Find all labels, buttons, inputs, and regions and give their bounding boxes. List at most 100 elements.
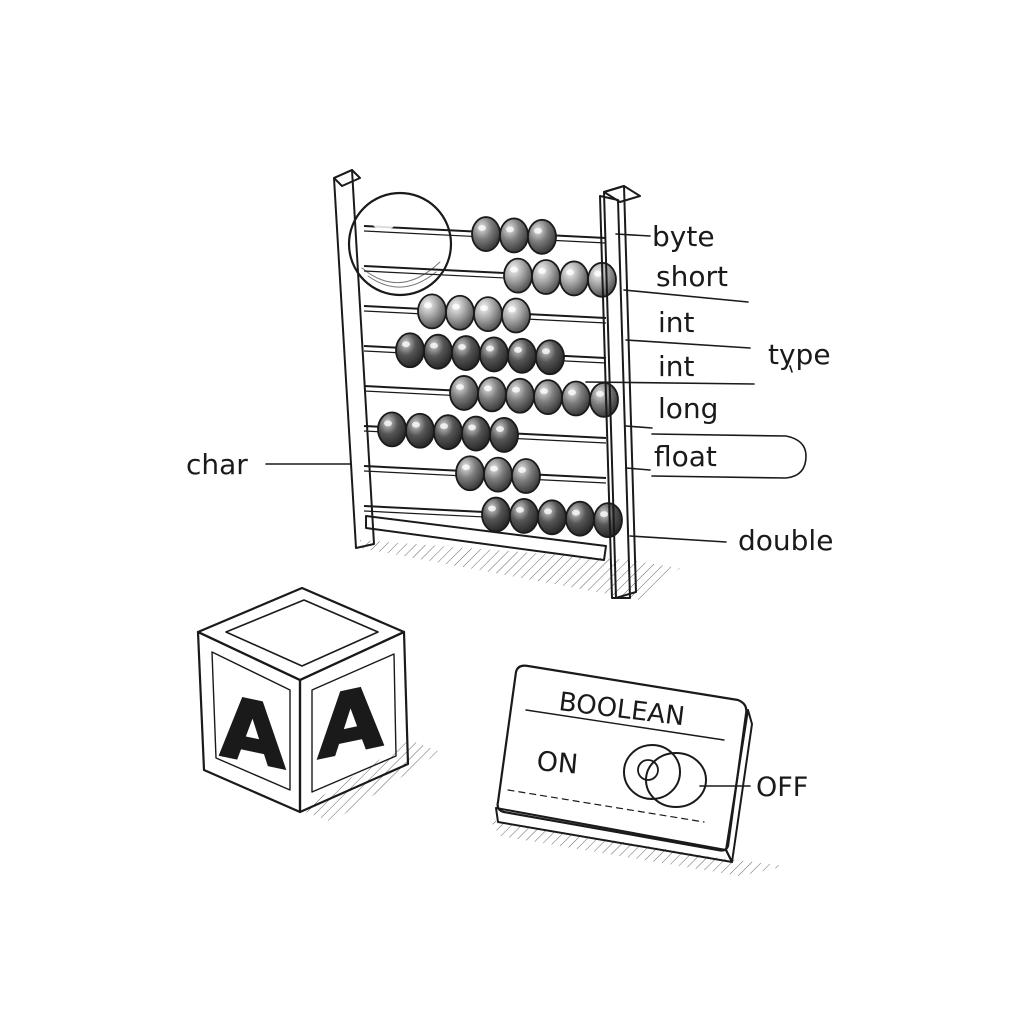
abacus-bead-body (455, 455, 485, 492)
abacus-bead-body (561, 380, 591, 417)
abacus-left-post (333, 169, 375, 549)
abacus-bead[interactable] (423, 333, 453, 370)
switch-plate (496, 664, 748, 852)
abacus-bead-body (501, 297, 531, 334)
leader-long (625, 425, 653, 429)
abacus-bead-highlight (486, 345, 494, 352)
abacus-bead-highlight (506, 226, 514, 233)
abacus-bead[interactable] (593, 502, 623, 538)
abacus-bead[interactable] (533, 379, 563, 416)
abacus-bead[interactable] (445, 294, 475, 331)
block-letter-front: A (220, 678, 285, 790)
abacus-bead-highlight (430, 342, 438, 349)
abacus-bead-highlight (572, 509, 580, 516)
abacus-bead[interactable] (451, 335, 481, 371)
abacus-bead[interactable] (461, 415, 491, 452)
label-type: type (768, 338, 831, 371)
switch-title: BOOLEAN (557, 687, 686, 732)
abacus-bead[interactable] (535, 339, 565, 376)
abacus-bead-body (499, 217, 529, 254)
abacus-bead-body (405, 412, 435, 449)
abacus-bead-body (511, 458, 541, 494)
abacus-bead[interactable] (489, 417, 519, 453)
abacus-bead-highlight (478, 225, 486, 232)
abacus-bead[interactable] (499, 217, 529, 254)
abacus-bead[interactable] (395, 332, 425, 369)
abacus-bead-body (481, 496, 511, 533)
label-char: char (186, 448, 248, 481)
abacus-bead-highlight (490, 465, 498, 472)
abacus-bottom-bar (365, 515, 607, 561)
abacus-bead[interactable] (507, 337, 537, 374)
leader-double (629, 535, 727, 543)
abacus-bead[interactable] (511, 458, 541, 494)
abacus-bead-body (461, 415, 491, 452)
abacus-bead[interactable] (501, 297, 531, 334)
abacus-bead[interactable] (503, 257, 533, 294)
abacus-bead[interactable] (505, 377, 535, 414)
abacus-bead[interactable] (483, 456, 513, 493)
abacus-bead[interactable] (527, 218, 557, 255)
letter-block: A A (196, 586, 440, 822)
abacus-bead[interactable] (433, 414, 463, 451)
abacus-bead-highlight (484, 385, 492, 392)
abacus-bead-highlight (566, 269, 574, 276)
abacus-bead[interactable] (471, 216, 501, 252)
abacus-bead-highlight (534, 227, 542, 234)
abacus-bead[interactable] (473, 296, 503, 333)
abacus-bead-body (395, 332, 425, 369)
abacus-bead-body (433, 414, 463, 451)
abacus-bead-body (593, 502, 623, 538)
abacus-bead-highlight (516, 506, 524, 513)
abacus-bead-highlight (600, 511, 608, 518)
abacus-bead-body (505, 377, 535, 414)
leader-type (789, 365, 793, 373)
block-letter-side: A (318, 667, 383, 779)
abacus-bead[interactable] (481, 496, 511, 533)
abacus-bead[interactable] (589, 382, 619, 418)
abacus-bead-body (471, 216, 501, 252)
abacus-bead[interactable] (417, 293, 447, 330)
leader-short (623, 289, 749, 303)
abacus-bead[interactable] (449, 375, 479, 411)
block-side-face (298, 630, 410, 814)
abacus: byte short int int type long float doubl… (186, 169, 833, 600)
abacus-bead[interactable] (377, 411, 407, 448)
abacus-bead-highlight (440, 423, 448, 430)
abacus-bead-highlight (540, 388, 548, 395)
abacus-bead[interactable] (509, 498, 539, 534)
abacus-bead[interactable] (455, 455, 485, 492)
abacus-bead[interactable] (531, 259, 561, 295)
abacus-bead-highlight (512, 386, 520, 393)
abacus-bead-highlight (544, 508, 552, 515)
abacus-bead-body (533, 379, 563, 416)
abacus-bead-highlight (402, 341, 410, 348)
abacus-bead-body (537, 499, 567, 536)
label-int-1: int (658, 306, 695, 339)
abacus-bead[interactable] (559, 260, 589, 297)
abacus-bead[interactable] (479, 336, 509, 373)
abacus-bead[interactable] (405, 412, 435, 449)
leader-int-1 (625, 339, 751, 349)
abacus-bead-highlight (480, 305, 488, 312)
abacus-bead[interactable] (537, 499, 567, 536)
abacus-bead-body (477, 376, 507, 413)
abacus-bead[interactable] (477, 376, 507, 413)
boolean-switch: BOOLEAN ON OFF (490, 664, 808, 876)
leader-int-2 (585, 381, 755, 385)
abacus-bead-highlight (488, 505, 496, 512)
abacus-bead-highlight (542, 348, 550, 355)
abacus-bead-body (473, 296, 503, 333)
abacus-bead-highlight (456, 383, 464, 390)
abacus-bead-body (535, 339, 565, 376)
abacus-bead[interactable] (565, 500, 595, 537)
label-byte: byte (652, 220, 715, 253)
switch-off-label: OFF (756, 772, 808, 803)
abacus-bead-body (377, 411, 407, 448)
switch-on-label: ON (535, 746, 579, 780)
abacus-bead[interactable] (561, 380, 591, 417)
switch-knob[interactable] (623, 744, 707, 808)
abacus-bead-body (417, 293, 447, 330)
